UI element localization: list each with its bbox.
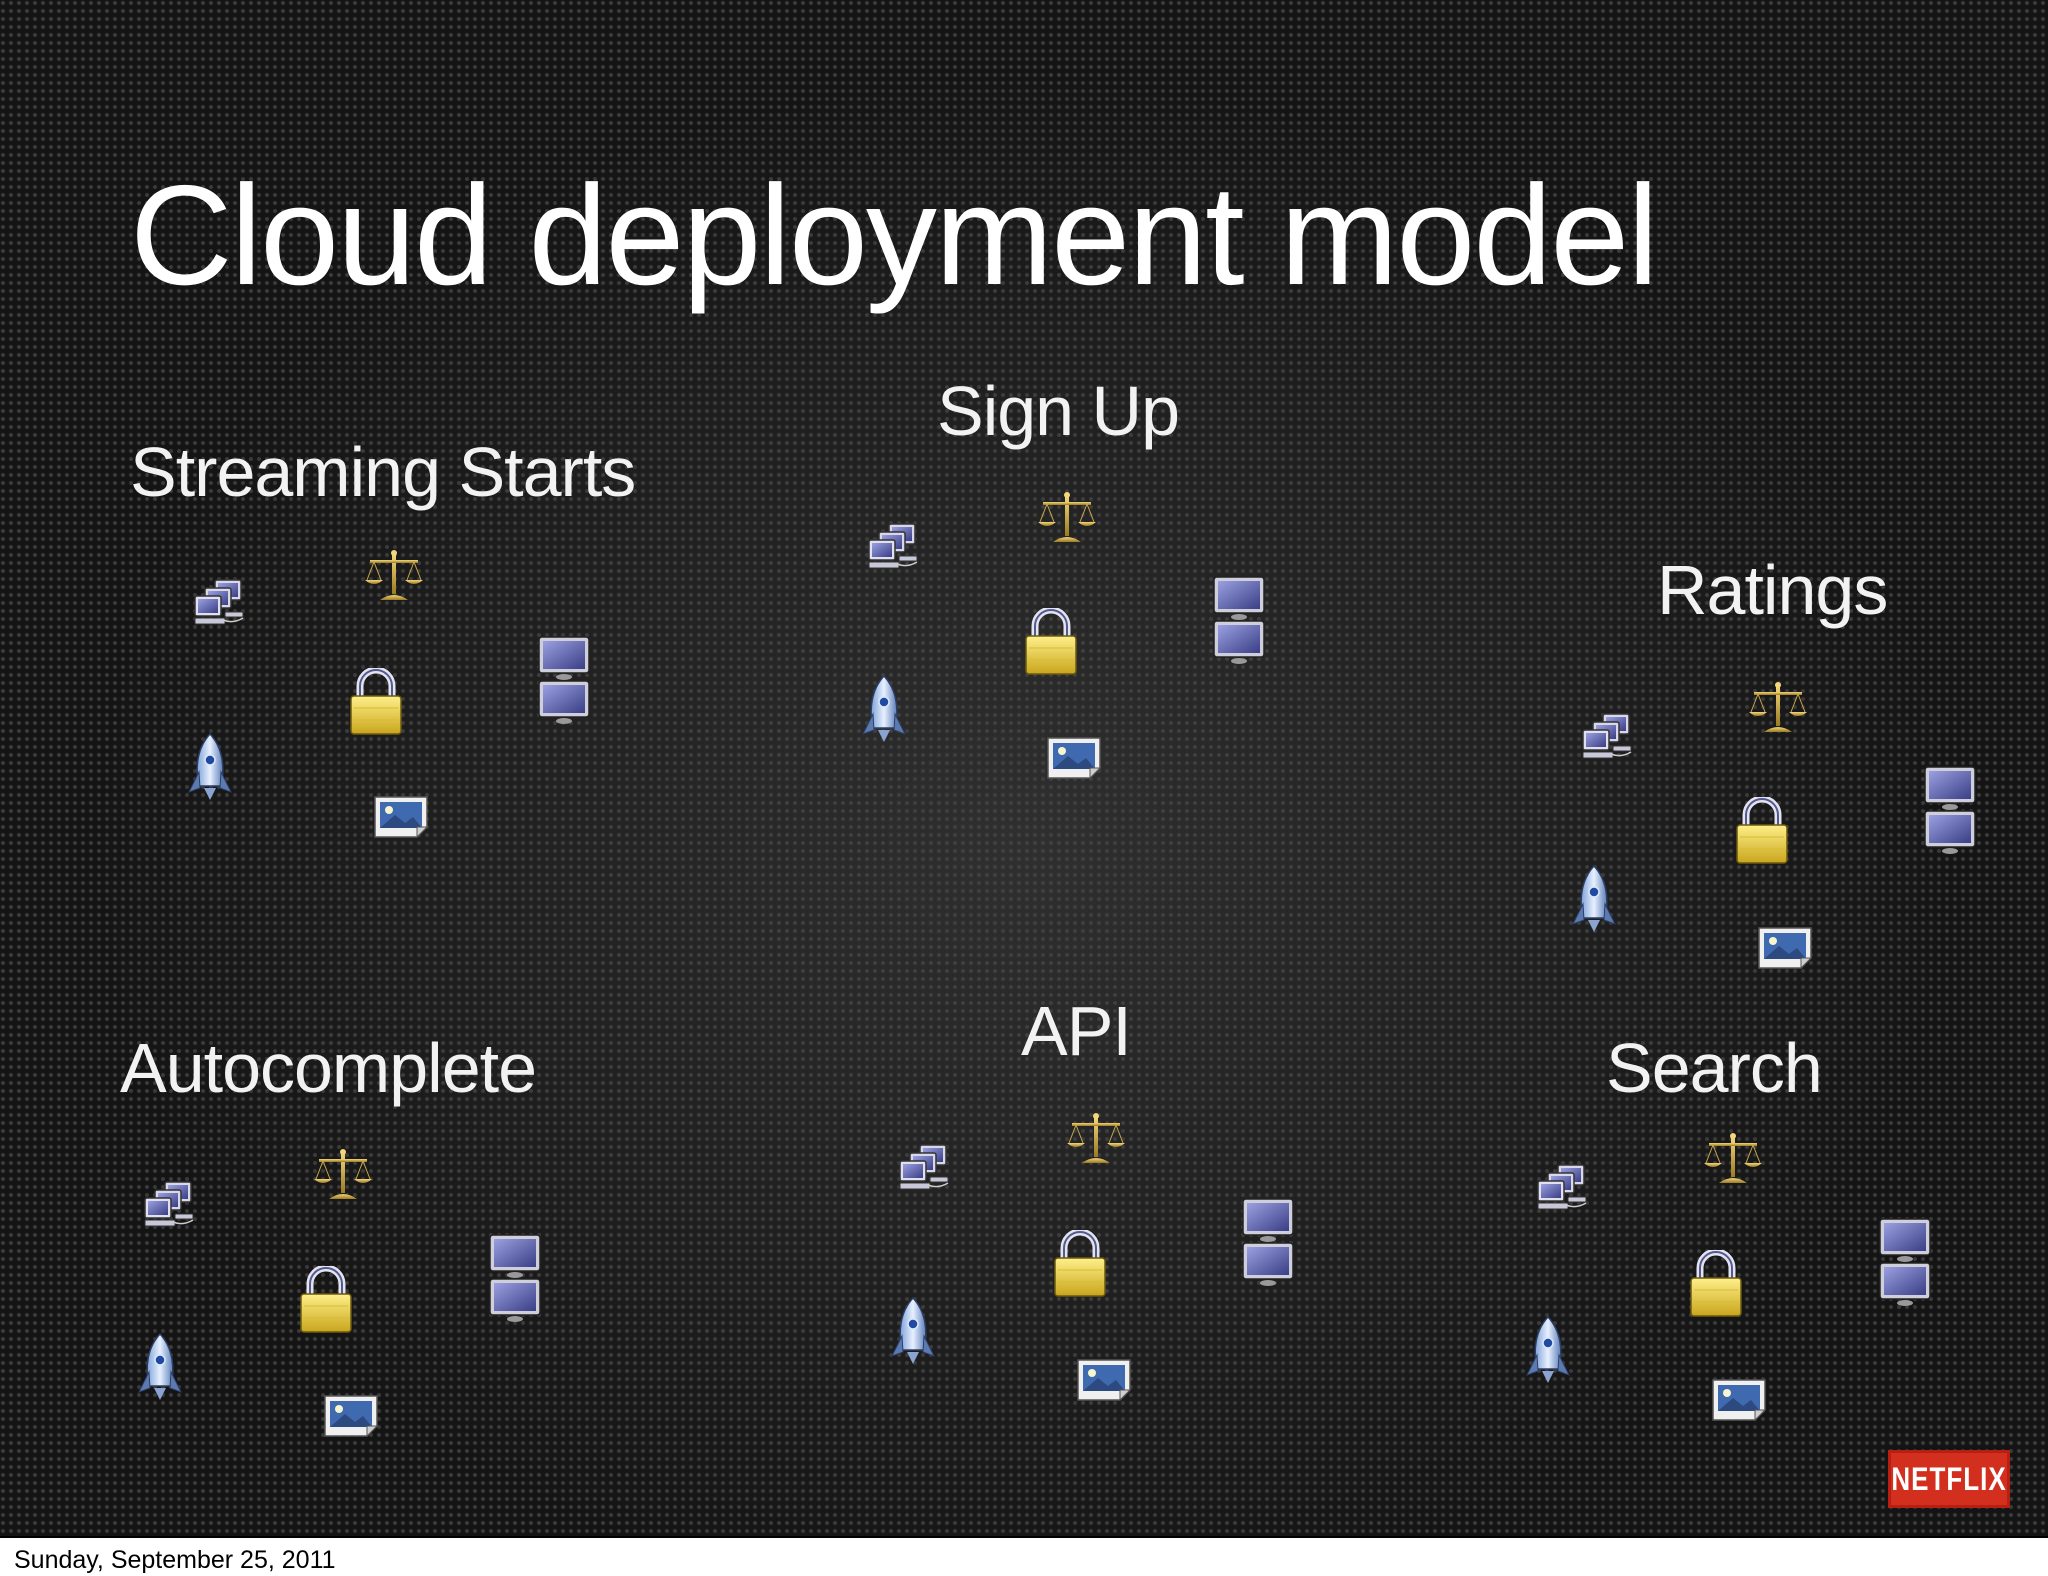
lock-icon	[1734, 797, 1790, 865]
scales-icon	[364, 548, 424, 604]
rocket-icon	[185, 732, 235, 802]
picture-icon	[1046, 736, 1102, 780]
lock-icon	[1052, 1230, 1108, 1298]
netflix-logo: NETFLIX	[1888, 1450, 2010, 1508]
cluster-label-search: Search	[1606, 1029, 1823, 1107]
servers-icon	[898, 1139, 954, 1195]
picture-icon	[1076, 1358, 1132, 1402]
monitors-icon	[1877, 1217, 1933, 1307]
servers-icon	[1581, 708, 1637, 764]
rocket-icon	[1569, 864, 1619, 934]
cluster-label-autocomplete: Autocomplete	[120, 1029, 537, 1107]
slide: Cloud deployment model Streaming Starts …	[0, 0, 2048, 1536]
monitors-icon	[487, 1233, 543, 1323]
rocket-icon	[135, 1332, 185, 1402]
servers-icon	[193, 574, 249, 630]
rocket-icon	[859, 674, 909, 744]
monitors-icon	[536, 635, 592, 725]
lock-icon	[1023, 608, 1079, 676]
picture-icon	[1757, 926, 1813, 970]
lock-icon	[298, 1266, 354, 1334]
netflix-logo-text: NETFLIX	[1891, 1459, 2007, 1498]
cluster-label-streaming-starts: Streaming Starts	[130, 433, 636, 511]
lock-icon	[348, 668, 404, 736]
footer-bar: Sunday, September 25, 2011	[0, 1536, 2048, 1576]
footer-date: Sunday, September 25, 2011	[14, 1546, 336, 1574]
slide-title: Cloud deployment model	[130, 156, 1659, 315]
lock-icon	[1688, 1250, 1744, 1318]
scales-icon	[313, 1147, 373, 1203]
servers-icon	[143, 1176, 199, 1232]
rocket-icon	[1523, 1315, 1573, 1385]
monitors-icon	[1922, 765, 1978, 855]
monitors-icon	[1211, 575, 1267, 665]
rocket-icon	[888, 1296, 938, 1366]
scales-icon	[1748, 680, 1808, 736]
picture-icon	[323, 1394, 379, 1438]
cluster-label-ratings: Ratings	[1657, 551, 1888, 629]
servers-icon	[1536, 1159, 1592, 1215]
cluster-label-api: API	[1021, 992, 1132, 1070]
picture-icon	[373, 795, 429, 839]
picture-icon	[1711, 1378, 1767, 1422]
scales-icon	[1703, 1131, 1763, 1187]
cluster-label-sign-up: Sign Up	[937, 372, 1180, 450]
monitors-icon	[1240, 1197, 1296, 1287]
scales-icon	[1066, 1111, 1126, 1167]
servers-icon	[867, 518, 923, 574]
scales-icon	[1037, 490, 1097, 546]
